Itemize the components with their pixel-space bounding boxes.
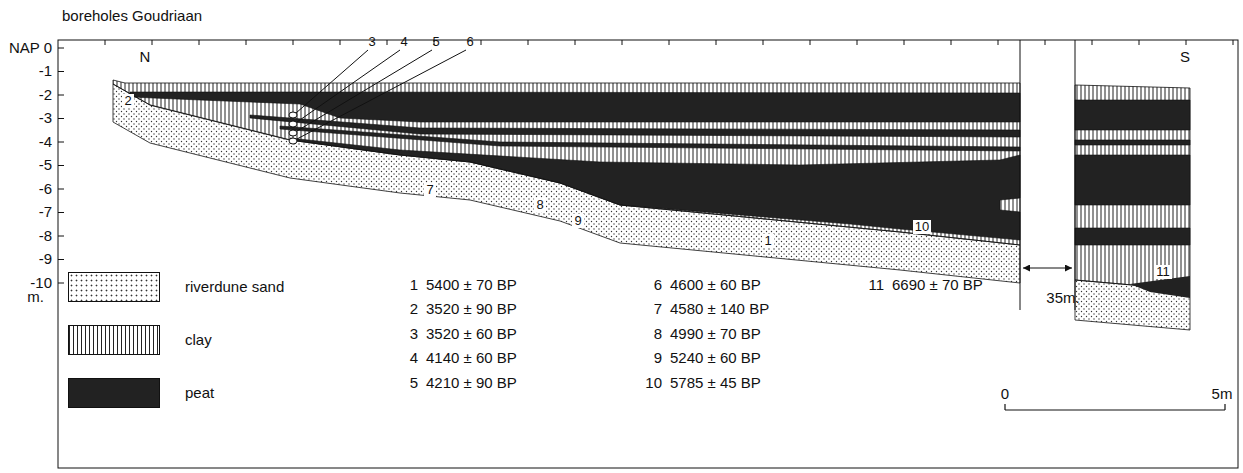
gap-lines [1020,40,1075,310]
callout-number: 7 [424,183,435,197]
radiocarbon-date: 5240 ± 60 BP [670,350,761,367]
axis-label: -9 [39,251,52,268]
legend-swatch [68,325,160,355]
diagram-title: boreholes Goudriaan [62,8,202,25]
sample-number: 9 [654,350,662,367]
sand-layer [113,84,1020,283]
radiocarbon-date: 4600 ± 60 BP [670,277,761,294]
tick-marks [58,40,1233,283]
radiocarbon-date: 3520 ± 60 BP [426,326,517,343]
peat-layers [1075,100,1190,245]
legend-label: riverdune sand [185,279,284,296]
callout-number: 4 [400,35,407,49]
peat-layer [1130,276,1190,298]
scale-label: 0 [1001,386,1009,403]
radiocarbon-date: 5400 ± 70 BP [426,277,517,294]
callout-number: 11 [1154,265,1172,279]
axis-label: m. [27,289,44,306]
radiocarbon-date: 4990 ± 70 BP [670,326,761,343]
callout-number: 2 [122,94,133,108]
sample-number: 4 [410,350,418,367]
radiocarbon-date: 6690 ± 70 BP [892,277,983,294]
legend-label: peat [185,385,214,402]
sample-number: 3 [410,326,418,343]
legend-swatch [68,272,160,302]
direction-label: S [1180,49,1190,66]
axis-label: -3 [39,110,52,127]
radiocarbon-date: 3520 ± 90 BP [426,301,517,318]
axis-label: -1 [39,63,52,80]
callout-number: 10 [913,220,931,234]
sample-number: 6 [654,277,662,294]
clay-layer [1075,85,1190,290]
radiocarbon-date: 4140 ± 60 BP [426,350,517,367]
sample-number: 11 [868,277,884,294]
legend-swatch [68,378,160,408]
sample-number: 7 [654,301,662,318]
radiocarbon-date: 4210 ± 90 BP [426,375,517,392]
sample-points [289,50,466,144]
distance-label: 35m. [1046,290,1079,307]
legend-label: clay [185,332,212,349]
scale-bar [1005,404,1225,410]
axis-label: -8 [39,228,52,245]
callout-number: 1 [762,234,773,248]
callout-number: 6 [466,35,473,49]
axis-label: NAP 0 [9,40,52,57]
direction-label: N [140,49,151,66]
axis-label: -6 [39,181,52,198]
callout-number: 8 [534,198,545,212]
axis-label: -2 [39,87,52,104]
radiocarbon-date: 5785 ± 45 BP [670,375,761,392]
frame [58,40,1238,468]
sample-number: 10 [645,375,662,392]
sample-number: 2 [410,301,418,318]
sample-number: 8 [654,326,662,343]
radiocarbon-date: 4580 ± 140 BP [670,301,769,318]
axis-label: -7 [39,204,52,221]
sample-number: 5 [410,375,418,392]
callout-number: 3 [368,35,375,49]
scale-label: 5m [1212,386,1233,403]
callout-number: 9 [572,214,583,228]
callout-number: 5 [432,35,439,49]
axis-label: -5 [39,157,52,174]
sample-number: 1 [410,277,418,294]
axis-label: -4 [39,134,52,151]
